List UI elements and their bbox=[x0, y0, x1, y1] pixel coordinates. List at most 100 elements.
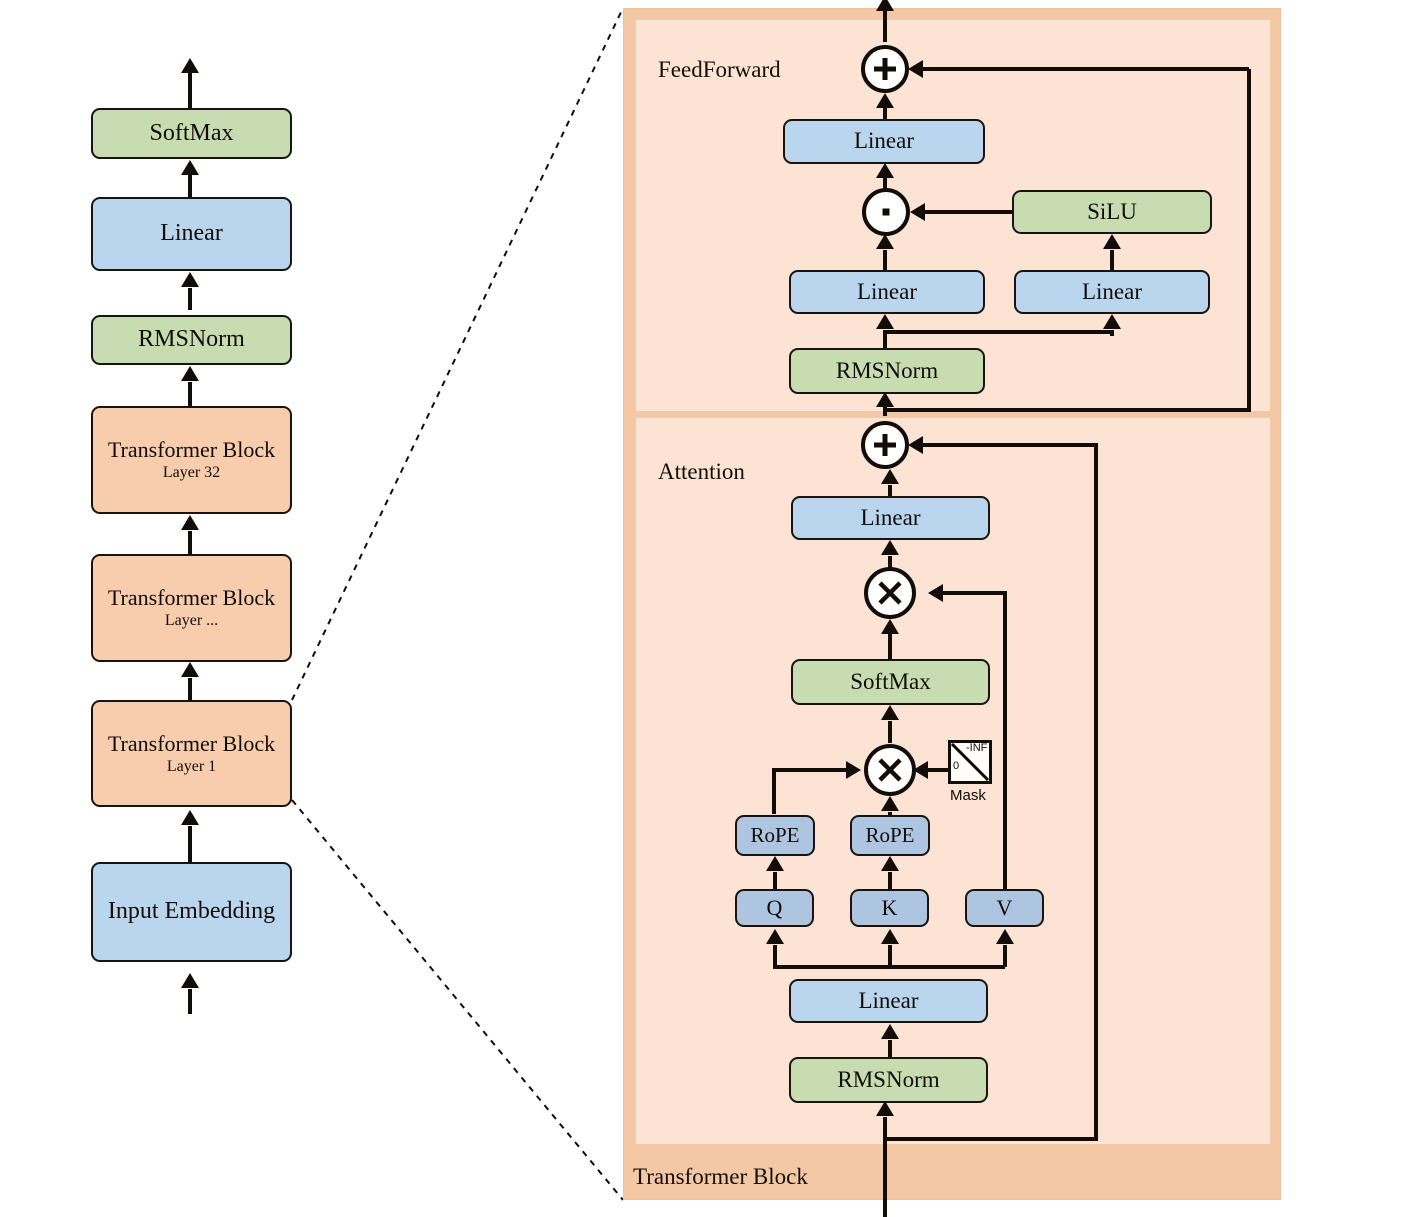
node-softmax-head[interactable]: SoftMax bbox=[91, 108, 292, 159]
node-attn-output-linear[interactable]: Linear bbox=[791, 496, 990, 540]
connector-softmax-output bbox=[188, 62, 192, 108]
arrowhead-blockmid-to-block32 bbox=[181, 515, 199, 530]
arrowhead-v-to-scoresv bbox=[928, 584, 943, 602]
node-ff-rmsnorm[interactable]: RMSNorm bbox=[789, 348, 985, 394]
node-transformer-block-32[interactable]: Transformer Block Layer 32 bbox=[91, 406, 292, 514]
arrowhead-k-to-rope bbox=[881, 856, 899, 871]
operator-attn-residual-add bbox=[861, 421, 909, 469]
connector-ff-residual-right bbox=[1247, 69, 1251, 412]
arrowhead-q-to-rope bbox=[766, 856, 784, 871]
connector-ffrmsnorm-to-gate bbox=[1110, 330, 1114, 336]
connector-ff-residual-top bbox=[922, 67, 1249, 71]
arrowhead-ffrmsnorm-to-gate bbox=[1103, 314, 1121, 329]
node-transformer-block-mid[interactable]: Transformer Block Layer ... bbox=[91, 554, 292, 662]
mask-upper-value: -INF bbox=[966, 742, 988, 754]
node-label: Q bbox=[766, 895, 783, 921]
node-output-linear[interactable]: Linear bbox=[91, 197, 292, 271]
connector-k-to-rope bbox=[888, 872, 892, 890]
connector-qkvlinear-to-v bbox=[1003, 945, 1007, 967]
connector-block32-to-rmsnorm bbox=[188, 382, 192, 406]
node-label: SoftMax bbox=[850, 668, 931, 694]
node-qkv-linear[interactable]: Linear bbox=[789, 979, 988, 1023]
connector-ff-residual-bottom bbox=[883, 408, 1251, 412]
node-transformer-block-1[interactable]: Transformer Block Layer 1 bbox=[91, 700, 292, 807]
node-k-proj[interactable]: K bbox=[850, 889, 929, 927]
node-sublabel: Layer 1 bbox=[166, 757, 217, 775]
operator-ff-residual-add bbox=[861, 45, 909, 93]
arrowhead-gatelinear-to-silu bbox=[1103, 234, 1121, 249]
arrowhead-rmsnorm-to-linear bbox=[181, 272, 199, 287]
arrowhead-ff-linear-to-add bbox=[876, 93, 894, 108]
arrowhead-softmax-output bbox=[181, 58, 199, 73]
connector-qkvlinear-fanout bbox=[773, 965, 1005, 969]
node-label: Linear bbox=[1081, 278, 1142, 304]
arrowhead-ff-dot-to-linear bbox=[876, 163, 894, 178]
connector-ffrmsnorm-up bbox=[883, 330, 887, 352]
connector-block1-to-blockmid bbox=[188, 678, 192, 700]
connector-attn-residual-top bbox=[922, 443, 1096, 447]
node-label: RMSNorm bbox=[837, 1066, 940, 1092]
node-label: K bbox=[881, 895, 898, 921]
connector-qkvlinear-to-k bbox=[888, 945, 892, 967]
node-ff-silu[interactable]: SiLU bbox=[1012, 190, 1212, 234]
arrowhead-qk-to-softmax bbox=[881, 705, 899, 720]
node-label: Linear bbox=[160, 220, 223, 247]
arrowhead-scoresv-to-linear bbox=[881, 540, 899, 555]
node-input-embedding[interactable]: Input Embedding bbox=[91, 862, 292, 962]
connector-ropeq-up bbox=[772, 768, 776, 814]
connector-v-up bbox=[1003, 591, 1007, 889]
connector-scoresv-to-linear bbox=[888, 556, 892, 572]
connector-ffrmsnorm-fanout bbox=[883, 330, 1114, 334]
arrowhead-softmax-to-scoresv bbox=[881, 619, 899, 634]
arrowhead-ffrmsnorm-to-up bbox=[876, 314, 894, 329]
node-rope-k[interactable]: RoPE bbox=[850, 815, 930, 856]
node-final-rmsnorm[interactable]: RMSNorm bbox=[91, 315, 292, 365]
arrowhead-model-input bbox=[181, 973, 199, 988]
arrowhead-qkvlinear-to-k bbox=[881, 929, 899, 944]
connector-mask-to-qk bbox=[926, 768, 948, 772]
arrowhead-block-input bbox=[876, 1101, 894, 1116]
connector-ropeq-to-qk bbox=[772, 768, 846, 772]
node-label: Transformer Block bbox=[107, 585, 276, 611]
node-label: Linear bbox=[853, 128, 914, 154]
node-ff-output-linear[interactable]: Linear bbox=[783, 119, 985, 164]
arrowhead-silu-to-dot bbox=[910, 203, 925, 221]
node-label: Input Embedding bbox=[107, 898, 276, 925]
arrowhead-block-output bbox=[876, 0, 894, 11]
arrowhead-attnadd-to-ffrmsnorm bbox=[876, 392, 894, 407]
connector-rmsnorm-to-linear bbox=[188, 288, 192, 310]
operator-attn-qk-matmul bbox=[864, 744, 916, 796]
node-ff-gate-linear[interactable]: Linear bbox=[1014, 270, 1210, 314]
node-label: Transformer Block bbox=[107, 730, 276, 756]
connector-silu-to-dot bbox=[924, 210, 1012, 214]
connector-attnrmsnorm-to-qkvlinear bbox=[888, 1040, 892, 1058]
arrowhead-attnrmsnorm-to-qkvlinear bbox=[881, 1024, 899, 1039]
node-sublabel: Layer 32 bbox=[162, 464, 221, 482]
node-ff-up-linear[interactable]: Linear bbox=[789, 270, 985, 314]
node-label: V bbox=[996, 895, 1013, 921]
arrowhead-uplinear-to-dot bbox=[876, 234, 894, 249]
node-attn-rmsnorm[interactable]: RMSNorm bbox=[789, 1057, 988, 1103]
node-label: RMSNorm bbox=[835, 357, 939, 383]
connector-linear-to-softmax bbox=[188, 175, 192, 197]
node-label: SoftMax bbox=[149, 119, 234, 146]
connector-uplinear-to-dot bbox=[883, 250, 887, 270]
node-label: Linear bbox=[860, 504, 921, 530]
node-v-proj[interactable]: V bbox=[965, 889, 1044, 927]
node-rope-q[interactable]: RoPE bbox=[735, 815, 815, 856]
node-label: Linear bbox=[856, 278, 917, 304]
transformer-block-panel-label: Transformer Block bbox=[633, 1164, 808, 1189]
mask-icon bbox=[948, 740, 992, 784]
node-attn-softmax[interactable]: SoftMax bbox=[791, 659, 990, 705]
node-q-proj[interactable]: Q bbox=[735, 889, 814, 927]
node-label: Linear bbox=[858, 987, 919, 1013]
node-label: RoPE bbox=[865, 823, 915, 848]
connector-blockmid-to-block32 bbox=[188, 531, 192, 554]
mask-lower-value: 0 bbox=[953, 760, 960, 772]
connector-model-input bbox=[188, 989, 192, 1014]
arrowhead-attnlinear-to-add bbox=[881, 469, 899, 484]
arrowhead-embedding-to-block1 bbox=[181, 810, 199, 825]
node-label: RoPE bbox=[750, 823, 800, 848]
connector-q-to-rope bbox=[773, 872, 777, 890]
